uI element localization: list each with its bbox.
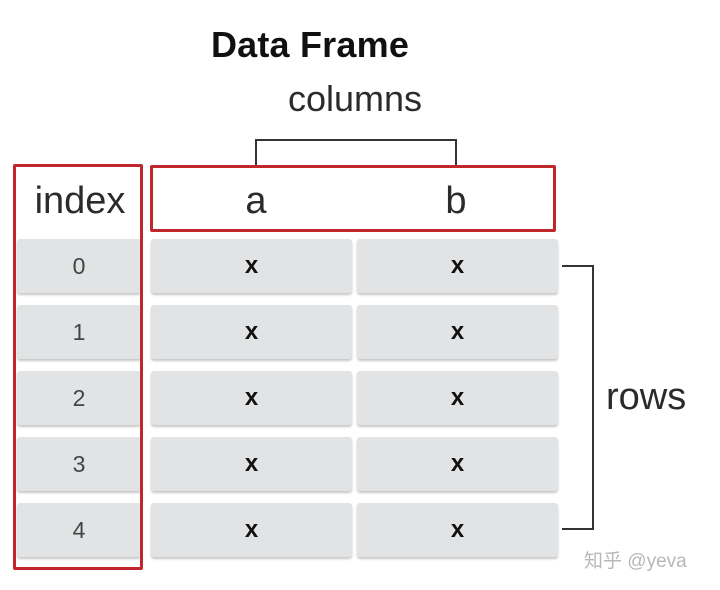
index-cell: 3	[17, 437, 141, 491]
cell-value: x	[450, 450, 465, 477]
diagram-title: Data Frame	[210, 24, 410, 65]
index-value: 3	[72, 450, 86, 477]
data-cell-a: x	[151, 503, 352, 557]
data-cell-a: x	[151, 305, 352, 359]
data-cell-a: x	[151, 371, 352, 425]
cell-value: x	[244, 318, 259, 345]
index-highlight-box	[13, 164, 143, 570]
rows-label: rows	[606, 376, 687, 418]
columns-highlight-box	[150, 165, 556, 232]
index-cell: 4	[17, 503, 141, 557]
data-cell-a: x	[151, 239, 352, 293]
index-header: index	[34, 180, 126, 222]
cell-value: x	[450, 318, 465, 345]
index-cell: 2	[17, 371, 141, 425]
column-header-a: a	[245, 180, 267, 222]
data-cell-a: x	[151, 437, 352, 491]
index-value: 1	[72, 318, 86, 345]
cell-value: x	[244, 384, 259, 411]
columns-label: columns	[287, 78, 423, 119]
index-cell: 0	[17, 239, 141, 293]
cell-value: x	[450, 384, 465, 411]
index-value: 2	[72, 384, 86, 411]
cell-value: x	[244, 252, 259, 279]
data-cell-b: x	[357, 239, 558, 293]
cell-value: x	[450, 516, 465, 543]
watermark: 知乎 @yeva	[584, 551, 687, 572]
index-value: 0	[72, 252, 86, 279]
data-cell-b: x	[357, 437, 558, 491]
cell-value: x	[244, 516, 259, 543]
data-cell-b: x	[357, 503, 558, 557]
column-header-b: b	[445, 180, 467, 222]
cell-value: x	[450, 252, 465, 279]
cell-value: x	[244, 450, 259, 477]
index-cell: 1	[17, 305, 141, 359]
index-value: 4	[72, 516, 86, 543]
data-cell-b: x	[357, 371, 558, 425]
data-cell-b: x	[357, 305, 558, 359]
